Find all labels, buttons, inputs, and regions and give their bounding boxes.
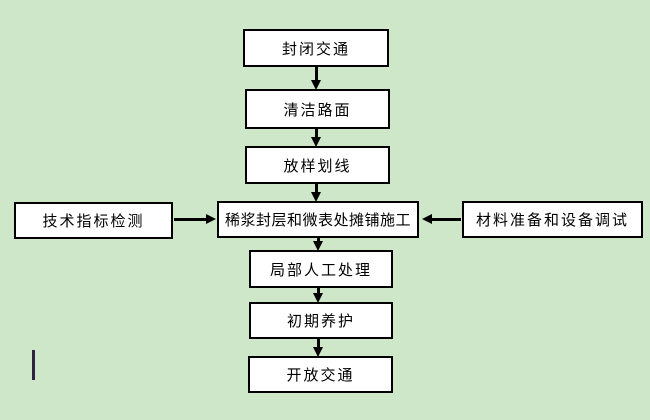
arrow-shaft <box>430 218 461 221</box>
arrow-close-traffic-to-clean-road <box>311 67 322 90</box>
flow-node-local-manual-treatment: 局部人工处理 <box>249 250 393 288</box>
node-label: 材料准备和设备调试 <box>475 212 629 229</box>
arrow-initial-curing-to-open-traffic <box>313 339 324 357</box>
text-cursor <box>32 350 35 380</box>
arrow-down-icon <box>311 137 321 147</box>
arrow-shaft <box>315 129 318 139</box>
node-label: 初期养护 <box>286 313 355 330</box>
arrow-material-prep-to-paving <box>422 214 461 225</box>
arrow-down-icon <box>313 347 323 357</box>
node-label: 开放交通 <box>286 367 355 384</box>
arrow-shaft <box>317 339 320 349</box>
arrow-down-icon <box>311 80 321 90</box>
arrow-layout-marking-to-paving <box>311 184 322 202</box>
arrow-shaft <box>315 184 318 194</box>
flow-node-clean-road: 清洁路面 <box>245 89 390 129</box>
node-label: 稀浆封层和微表处摊铺施工 <box>224 212 411 229</box>
arrow-shaft <box>174 218 208 221</box>
flow-node-slurry-seal-paving-construction: 稀浆封层和微表处摊铺施工 <box>217 201 419 238</box>
flow-node-layout-marking: 放样划线 <box>245 146 390 184</box>
arrow-down-icon <box>313 241 323 251</box>
node-label: 放样划线 <box>283 157 352 175</box>
arrow-shaft <box>317 288 320 295</box>
flow-node-initial-curing: 初期养护 <box>249 302 393 339</box>
node-label: 清洁路面 <box>283 101 352 119</box>
flow-node-close-traffic: 封闭交通 <box>243 29 389 67</box>
node-label: 局部人工处理 <box>269 261 372 279</box>
arrow-left-icon <box>422 214 432 224</box>
arrow-down-icon <box>313 293 323 303</box>
arrow-down-icon <box>311 192 321 202</box>
arrow-shaft <box>317 237 320 243</box>
flow-node-material-preparation-equipment-debugging: 材料准备和设备调试 <box>462 201 643 238</box>
arrow-tech-inspection-to-paving <box>174 214 216 225</box>
arrow-shaft <box>315 67 318 82</box>
arrow-right-icon <box>206 214 216 224</box>
arrow-manual-treatment-to-initial-curing <box>313 288 324 303</box>
arrow-paving-to-manual-treatment <box>313 237 324 251</box>
arrow-clean-road-to-layout-marking <box>311 129 322 147</box>
node-label: 技术指标检测 <box>42 213 145 230</box>
flow-node-open-traffic: 开放交通 <box>248 356 393 393</box>
flow-node-tech-indicator-inspection: 技术指标检测 <box>14 202 173 239</box>
node-label: 封闭交通 <box>281 40 350 58</box>
